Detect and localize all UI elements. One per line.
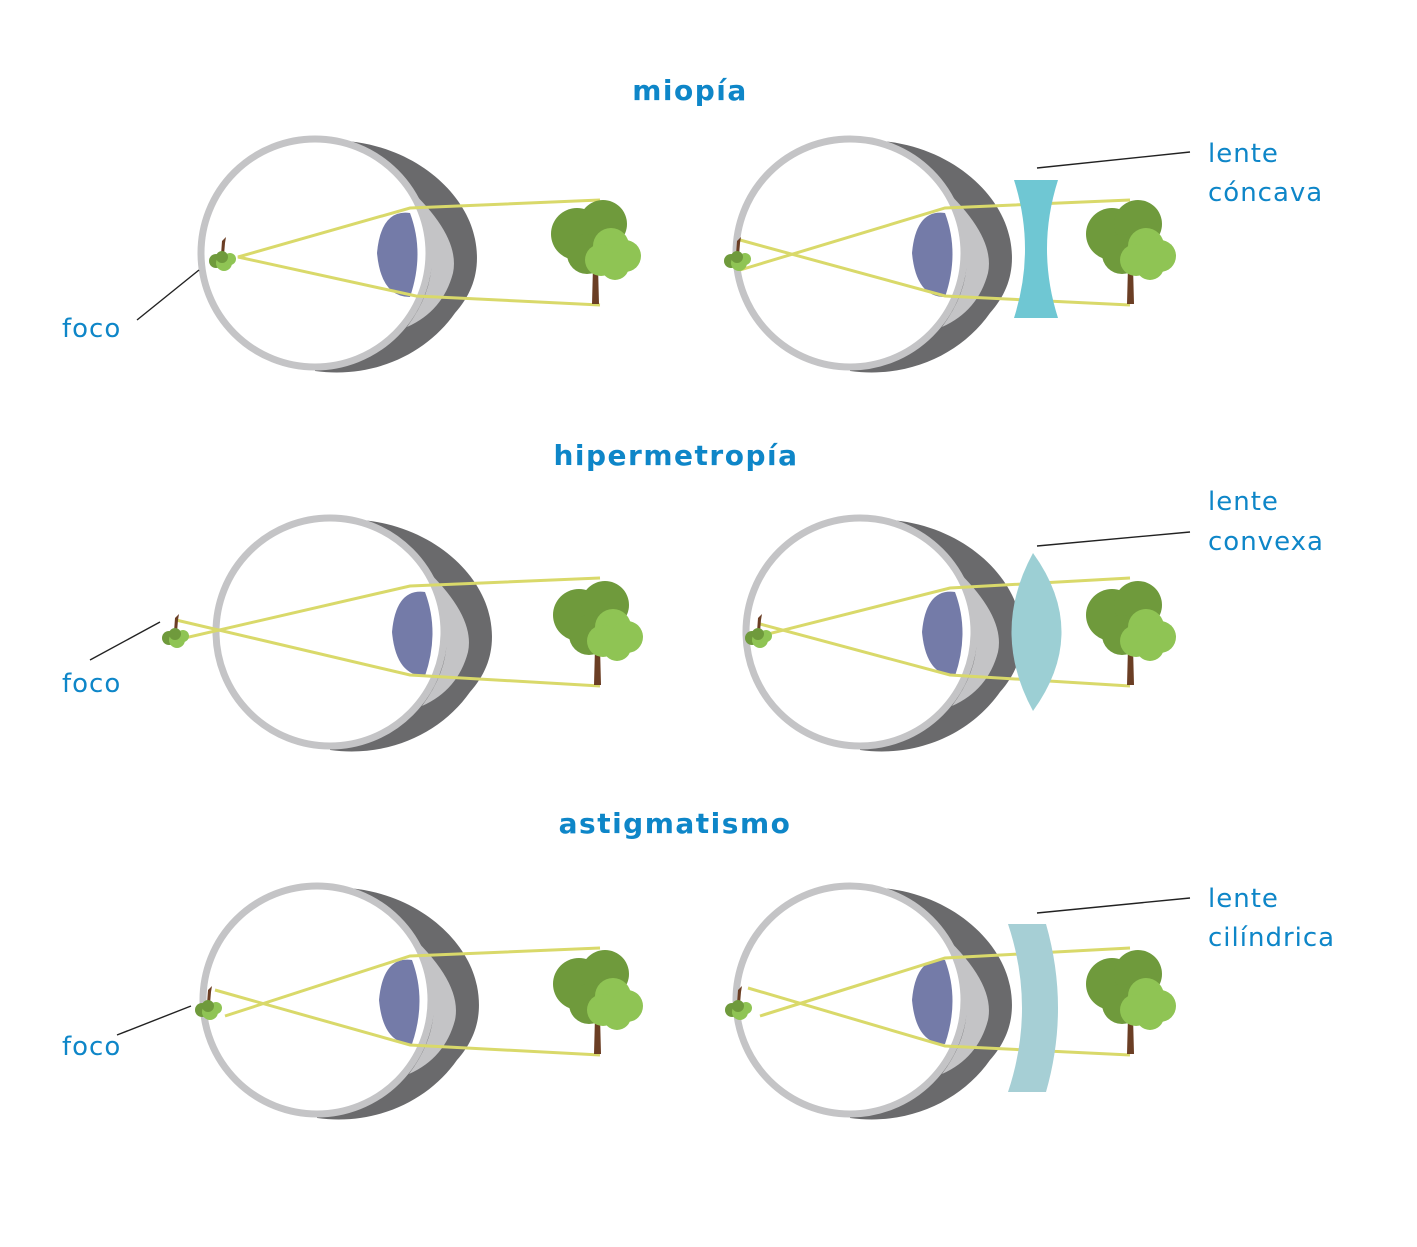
section-title-astigmatism: astigmatismo: [559, 807, 792, 840]
focus-leader-line: [136, 269, 200, 321]
focus-label: foco: [62, 1032, 121, 1062]
cylindrical-lens: [1008, 924, 1058, 1092]
convex-lens: [1011, 553, 1062, 711]
tree-object: [1086, 581, 1176, 685]
concave-lens: [1014, 180, 1058, 318]
tree-object: [1086, 200, 1176, 304]
lens-leader-line: [1036, 531, 1191, 547]
lens-label-line2: cóncava: [1208, 178, 1323, 208]
focus-label: foco: [62, 314, 121, 344]
eye-diagram: [162, 518, 643, 751]
lens-label-line1: lente: [1208, 487, 1279, 517]
eye-diagram: [201, 139, 641, 372]
lens-leader-line: [1036, 151, 1191, 169]
tree-object: [551, 200, 641, 304]
tree-object: [553, 581, 643, 685]
focus-leader-line: [116, 1005, 192, 1036]
focus-leader-line: [89, 621, 161, 661]
section-title-myopia: miopía: [632, 74, 748, 107]
focus-image: [162, 614, 189, 648]
lens-leader-line: [1036, 897, 1191, 914]
lens-label-line1: lente: [1208, 139, 1279, 169]
lens-label-line2: convexa: [1208, 527, 1324, 557]
eye-diagram-corrected: [725, 886, 1176, 1119]
lens-label-line1: lente: [1208, 884, 1279, 914]
eye-diagram: [195, 886, 643, 1119]
lens-label-line2: cilíndrica: [1208, 923, 1335, 953]
tree-object: [553, 950, 643, 1054]
tree-object: [1086, 950, 1176, 1054]
section-title-hyperopia: hipermetropía: [553, 439, 798, 472]
focus-label: foco: [62, 669, 121, 699]
eye-diagram-corrected: [724, 139, 1176, 372]
eye-diagram-corrected: [745, 518, 1176, 751]
